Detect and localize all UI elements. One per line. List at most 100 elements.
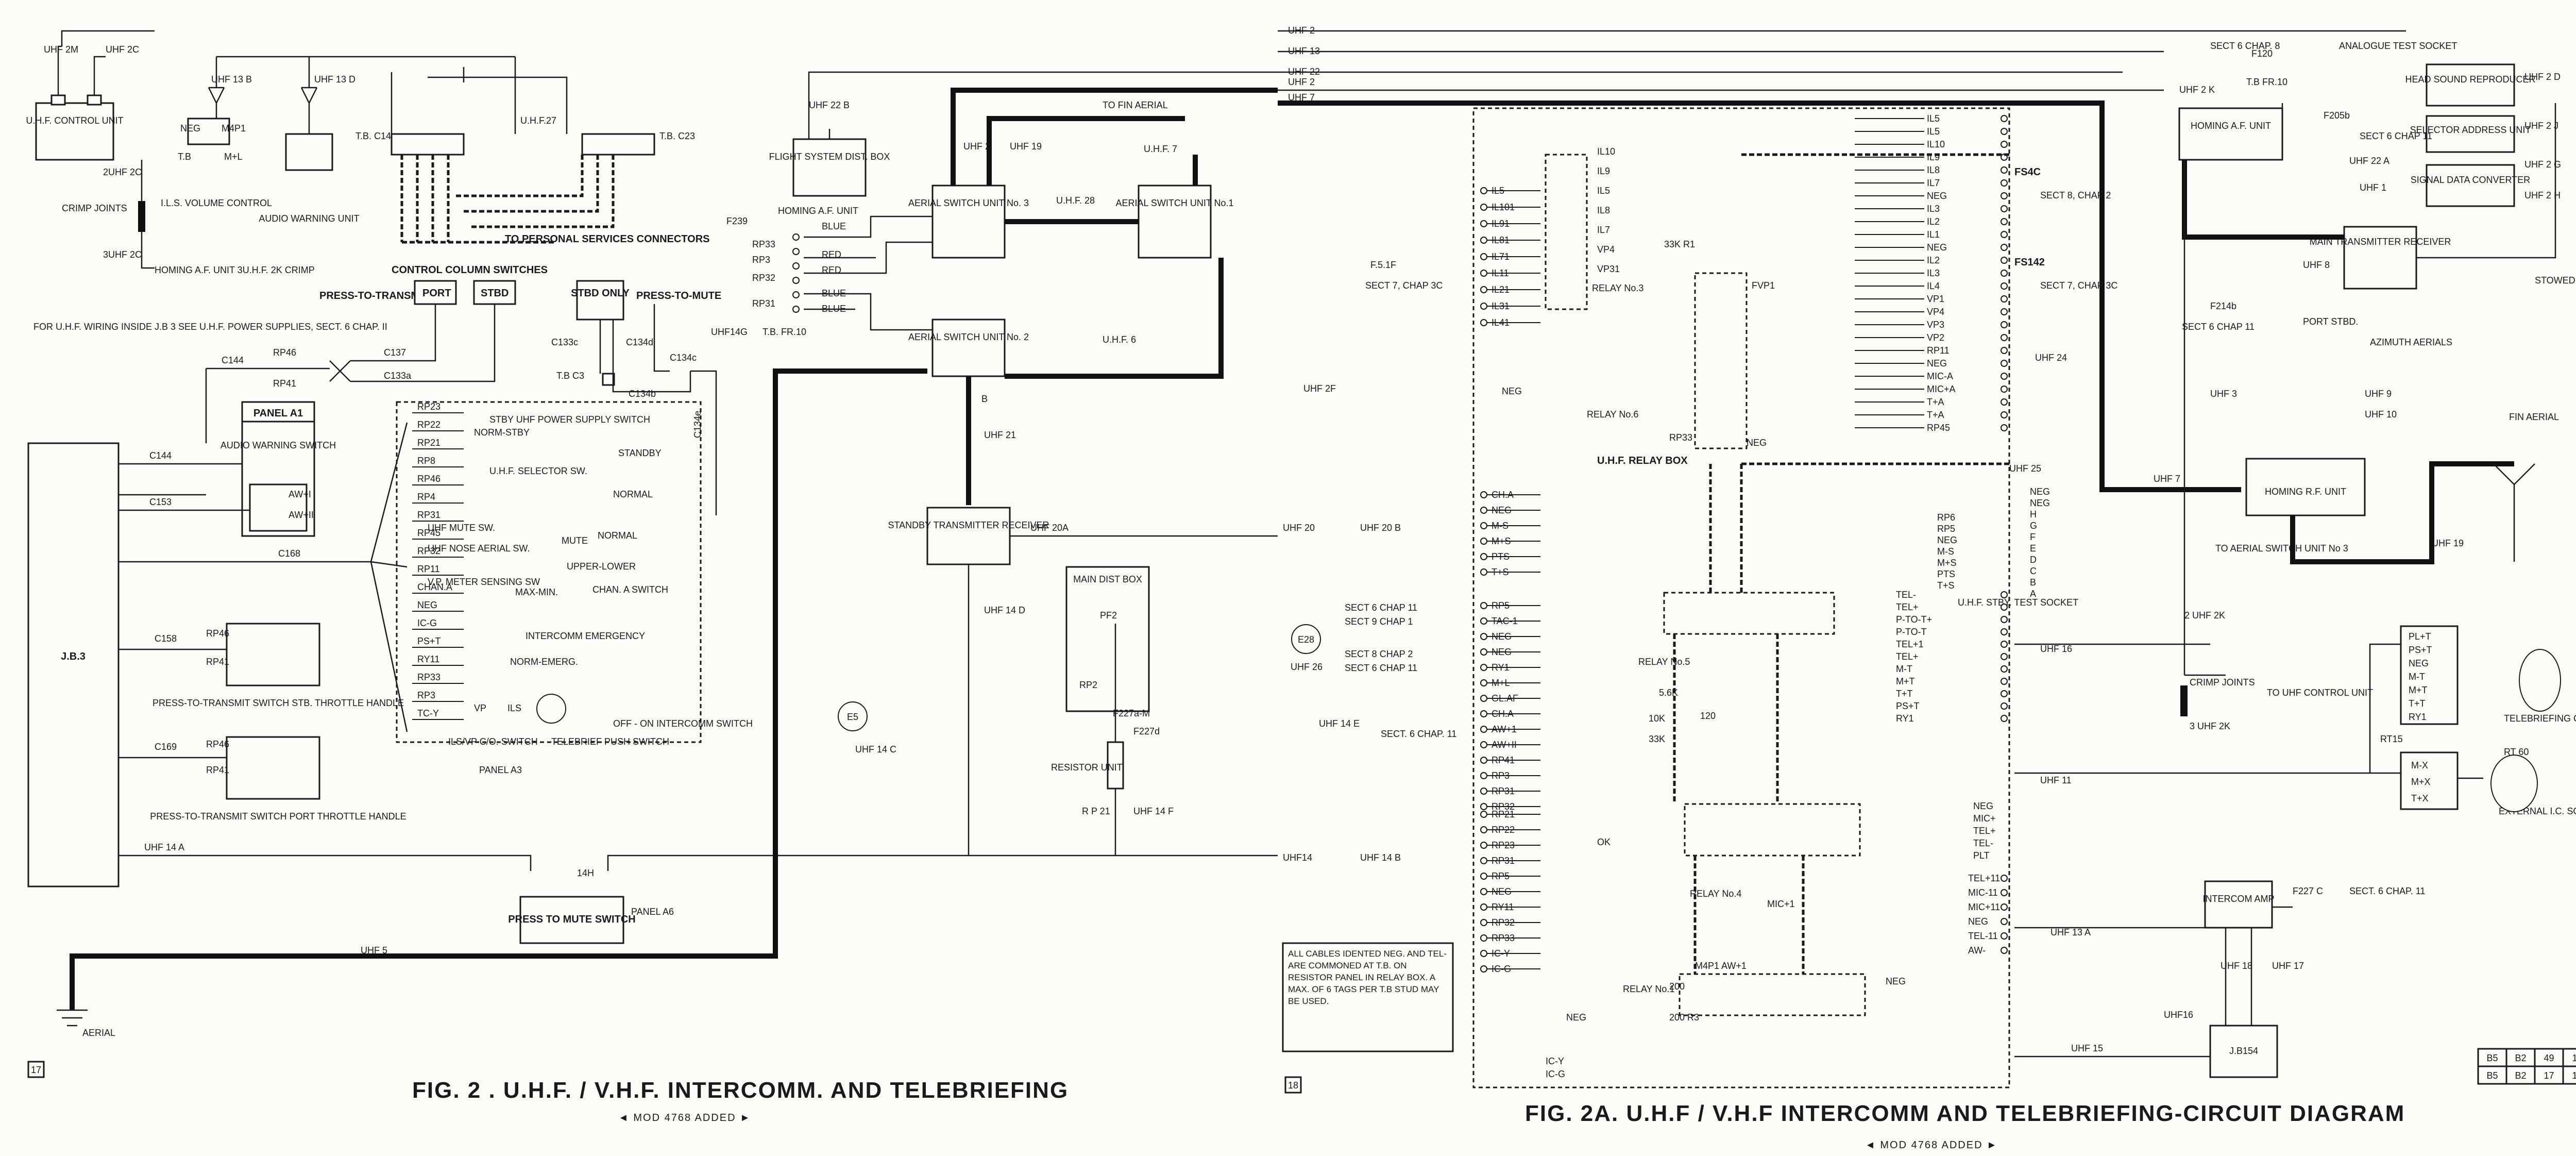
label-ok: OK bbox=[1597, 837, 1611, 847]
grid-table-cell bbox=[2562, 1065, 2576, 1085]
grid-table-value: B5 bbox=[2486, 1053, 2498, 1063]
standby-receiver-label: STANDBY TRANSMITTER RECEIVER bbox=[888, 520, 1049, 530]
right-list-label: IL5 bbox=[1927, 126, 1940, 137]
label-uhf-15: UHF 15 bbox=[2071, 1043, 2103, 1053]
flight-system-dist-box bbox=[792, 138, 867, 197]
label-uhf-22a: UHF 22 A bbox=[2349, 156, 2389, 166]
left-strip-terminal bbox=[1480, 220, 1487, 227]
left-strip-terminal bbox=[1480, 919, 1487, 926]
left-strip-terminal bbox=[1480, 873, 1487, 880]
uhf25-pin-label: B bbox=[2030, 577, 2036, 588]
uhf25-pin-label: E bbox=[2030, 543, 2036, 554]
grid-table-cell bbox=[2562, 1048, 2576, 1067]
label-ml: M+L bbox=[224, 152, 243, 162]
left-strip-terminal bbox=[1480, 568, 1487, 576]
stowed-label: STOWED bbox=[2535, 275, 2575, 286]
ils-label: ILS bbox=[507, 703, 521, 713]
right-list-label: IL1 bbox=[1927, 229, 1940, 240]
press-to-mute-label: PRESS-TO-MUTE bbox=[636, 290, 721, 301]
chan-a-switch-label: CHAN. A SWITCH bbox=[592, 584, 668, 595]
left-strip-terminal bbox=[1480, 253, 1487, 260]
right-list-terminal bbox=[2001, 282, 2008, 290]
right-list-terminal bbox=[2001, 321, 2008, 328]
label-uhf-6: U.H.F. 6 bbox=[1103, 334, 1136, 345]
tel-pin-terminal bbox=[2001, 653, 2008, 660]
tb-fr10-terminal bbox=[792, 262, 800, 270]
right-list-terminal bbox=[2001, 244, 2008, 251]
relay-box-left-strip: IL5IL101IL91IL81IL71IL11IL21IL31IL41CH.A… bbox=[1480, 186, 1540, 974]
label-uhf-20: UHF 20 bbox=[1283, 523, 1315, 533]
ril-list-label: IL10 bbox=[1597, 146, 1615, 157]
right-list-terminal bbox=[2001, 398, 2008, 406]
right-list-label: IL2 bbox=[1927, 216, 1940, 227]
vp-meter-label: V.P. METER SENSING SW bbox=[428, 577, 540, 587]
right-list-terminal bbox=[2001, 411, 2008, 418]
label-rp46-c: RP46 bbox=[206, 739, 229, 749]
earth-point-e5 bbox=[838, 701, 868, 731]
stbd-label: STBD bbox=[481, 288, 509, 299]
label-uhf-27: U.H.F.27 bbox=[520, 115, 556, 126]
top-wire-label: UHF 7 bbox=[1288, 92, 1315, 103]
label-uhf-26: UHF 26 bbox=[1291, 662, 1323, 672]
intercomm-emergency-label: INTERCOMM EMERGENCY bbox=[526, 631, 645, 641]
fig2a-title: FIG. 2A. U.H.F / V.H.F INTERCOMM AND TEL… bbox=[1525, 1101, 2405, 1126]
cable-note-box bbox=[1282, 942, 1454, 1052]
label-rt60: RT 60 bbox=[2504, 747, 2529, 757]
label-f239: F239 bbox=[726, 216, 748, 226]
uhf-mute-sw-label: UHF MUTE SW. bbox=[428, 523, 495, 533]
stby-uhf-label: STBY UHF POWER SUPPLY SWITCH bbox=[489, 414, 650, 425]
main-transmitter-receiver bbox=[2343, 226, 2417, 290]
signal-data-converter bbox=[2426, 164, 2515, 207]
rt15-pin-label: PL+T bbox=[2409, 631, 2431, 642]
homing-af-label: HOMING A.F. UNIT bbox=[2191, 121, 2271, 131]
label-c133c: C133c bbox=[551, 337, 578, 347]
panel-a3-wire-label: RP21 bbox=[417, 438, 440, 448]
left-strip-terminal bbox=[1480, 553, 1487, 560]
label-f51f: F.5.1F bbox=[1370, 260, 1396, 270]
head-sound-reproducer bbox=[2426, 63, 2515, 107]
label-uhf-16: UHF 16 bbox=[2040, 644, 2072, 654]
left-strip-terminal bbox=[1480, 710, 1487, 717]
left-strip-terminal bbox=[1480, 648, 1487, 656]
label-c144: C144 bbox=[222, 355, 244, 365]
label-rp2: RP2 bbox=[1079, 680, 1097, 690]
tel-pin-label: T+T bbox=[1896, 689, 1913, 699]
rt60-pin-label: M-X bbox=[2411, 760, 2428, 770]
tel-pin-label: P-TO-T bbox=[1896, 627, 1927, 637]
panel-a1: PANEL A1 AUDIO WARNING SWITCH AW+I AW+II bbox=[221, 401, 336, 537]
tel-pin-label: M-T bbox=[1896, 664, 1912, 674]
port-stbd-label: PORT STBD. bbox=[2303, 316, 2358, 327]
tel-pin-label: RY1 bbox=[1896, 713, 1914, 724]
relay-no3-label: RELAY No.3 bbox=[1592, 283, 1643, 293]
label-neg-relay: NEG bbox=[1747, 438, 1767, 448]
rt60-pin-label: M+X bbox=[2411, 777, 2431, 787]
uhf-stby-label: U.H.F. STBY. TEST SOCKET bbox=[1958, 597, 2078, 608]
left-strip-terminal bbox=[1480, 903, 1487, 911]
fig2-title: FIG. 2 . U.H.F. / V.H.F. INTERCOMM. AND … bbox=[412, 1078, 1069, 1103]
label-pf2: PF2 bbox=[1100, 610, 1117, 621]
ril-list-label: IL5 bbox=[1597, 186, 1610, 196]
right-list-label: T+A bbox=[1927, 410, 1944, 420]
aerial-label: AERIAL bbox=[82, 1028, 115, 1038]
jb154-label: J.B154 bbox=[2229, 1046, 2258, 1056]
press-to-mute-switch-label: PRESS TO MUTE SWITCH bbox=[508, 914, 635, 925]
right-list-label: IL7 bbox=[1927, 178, 1940, 188]
mid-pin-label: M-S bbox=[1937, 546, 1954, 557]
panel-a3 bbox=[396, 401, 702, 743]
left-strip-terminal bbox=[1480, 491, 1487, 498]
label-panel-a6: PANEL A6 bbox=[631, 907, 674, 917]
label-33k-r1: 33K R1 bbox=[1664, 239, 1695, 249]
tel-pin-label: TEL+1 bbox=[1896, 639, 1924, 649]
label-uhf-3: UHF 3 bbox=[2210, 389, 2237, 399]
tel-pin-label: TEL- bbox=[1896, 590, 1916, 600]
right-list-label: RP11 bbox=[1927, 345, 1950, 356]
left-strip-terminal bbox=[1480, 950, 1487, 957]
panel-a3-wire-label: TC-Y bbox=[417, 708, 439, 718]
label-to-fin-aerial: TO FIN AERIAL bbox=[1103, 100, 1168, 110]
label-2uhf-2k: 2 UHF 2K bbox=[2184, 610, 2225, 621]
right-list-terminal bbox=[2001, 373, 2008, 380]
label-200-r3: 200 R3 bbox=[1669, 1012, 1699, 1023]
